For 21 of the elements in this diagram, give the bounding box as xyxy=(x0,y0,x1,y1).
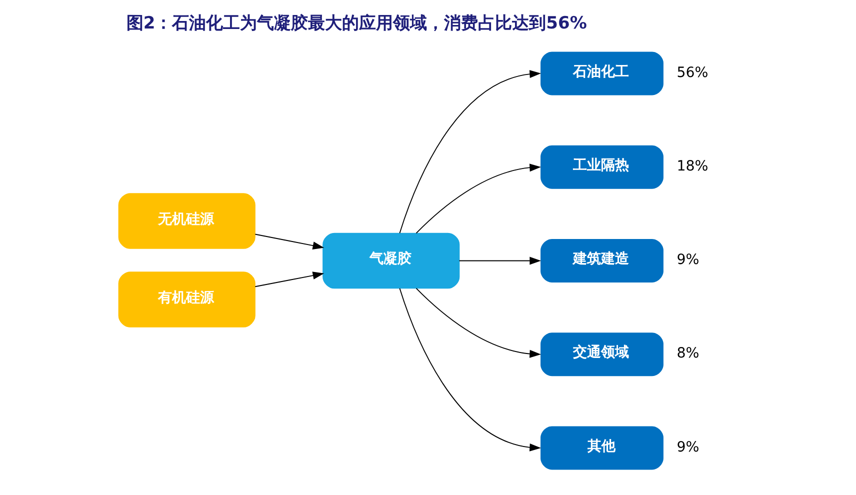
node-box: 工业隔热 xyxy=(540,145,664,189)
arrow xyxy=(254,234,324,250)
node-box: 石油化工 xyxy=(540,52,664,96)
node-box: 交通领域 xyxy=(540,332,664,376)
node-label: 56% xyxy=(676,64,708,81)
node-box: 无机硅源 xyxy=(118,193,256,249)
arrow xyxy=(416,164,542,234)
node-box: 气凝胶 xyxy=(322,232,460,289)
arrow xyxy=(458,256,542,265)
arrow xyxy=(399,70,542,234)
node-box: 其他 xyxy=(540,426,664,470)
arrow xyxy=(254,272,324,288)
arrow xyxy=(399,288,542,452)
node-label: 8% xyxy=(676,346,700,362)
node-box: 有机硅源 xyxy=(118,272,256,328)
node-label: 9% xyxy=(676,439,700,456)
node-label: 18% xyxy=(676,158,708,174)
node-label: 9% xyxy=(676,252,700,268)
node-box: 建筑建造 xyxy=(540,239,664,282)
diagram-title: 图2：石油化工为气凝胶最大的应用领域，消费占比达到56% xyxy=(126,13,587,34)
arrow xyxy=(416,288,542,358)
